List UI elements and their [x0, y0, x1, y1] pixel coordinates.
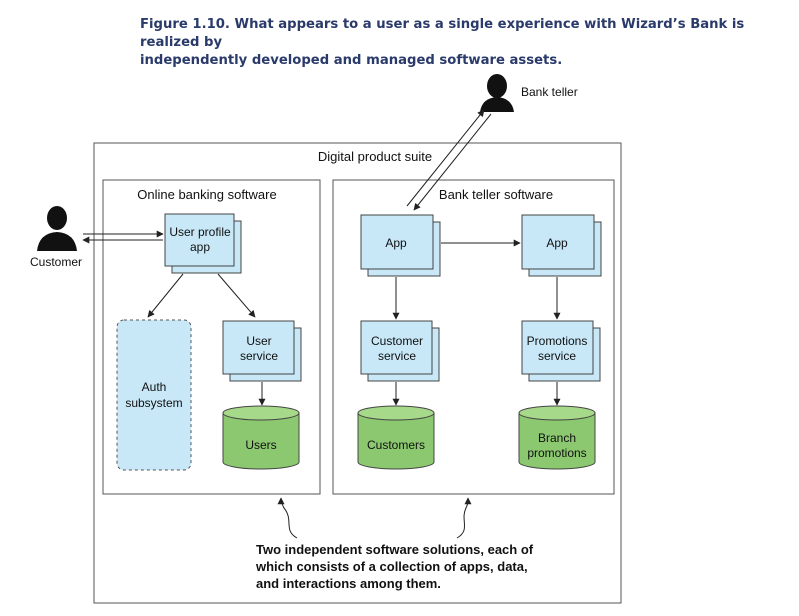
- users-db-label: Users: [245, 438, 276, 452]
- bank-teller-label: Bank teller: [521, 85, 578, 99]
- user-service-label-2: service: [240, 349, 278, 363]
- app-right: App: [521, 214, 602, 277]
- customer-service-label-1: Customer: [371, 334, 423, 348]
- branch-promotions-label-2: promotions: [527, 446, 586, 460]
- annotation-arrow-right: [456, 497, 472, 539]
- branch-promotions-label-1: Branch: [538, 431, 576, 445]
- customers-db: Customers: [357, 405, 435, 470]
- caption-line-2: independently developed and managed soft…: [140, 53, 563, 68]
- customers-db-label: Customers: [367, 438, 425, 452]
- suite-title: Digital product suite: [318, 149, 432, 164]
- annotation-line-2: which consists of a collection of apps, …: [256, 559, 528, 574]
- teller-to-app-arrow-down: [413, 113, 492, 211]
- bank-teller-software-title: Bank teller software: [439, 187, 553, 202]
- customer-service: Customer service: [360, 320, 440, 382]
- app-right-label: App: [546, 236, 568, 250]
- bank-teller-software-box: [332, 179, 615, 495]
- annotation-line-1: Two independent software solutions, each…: [256, 542, 534, 557]
- customer-icon: [37, 206, 77, 251]
- user-service: User service: [222, 320, 302, 382]
- caption-line-1: Figure 1.10. What appears to a user as a…: [140, 17, 745, 50]
- user-profile-app-label-2: app: [190, 240, 210, 254]
- annotation-line-3: and interactions among them.: [256, 576, 441, 591]
- customer-label: Customer: [30, 255, 82, 269]
- digital-product-suite-box: [93, 142, 622, 604]
- user-service-label-1: User: [246, 334, 271, 348]
- online-banking-title: Online banking software: [137, 187, 276, 202]
- app-left-label: App: [385, 236, 407, 250]
- annotation-arrow-left: [277, 497, 298, 539]
- figure-caption: Figure 1.10. What appears to a user as a…: [140, 16, 780, 70]
- customer-service-label-2: service: [378, 349, 416, 363]
- users-db: Users: [222, 405, 300, 470]
- online-banking-box: [102, 179, 321, 495]
- bank-teller-icon: [480, 74, 514, 112]
- promotions-service-label-2: service: [538, 349, 576, 363]
- promotions-service: Promotions service: [521, 320, 601, 382]
- auth-label-2: subsystem: [125, 396, 182, 410]
- app-left: App: [360, 214, 441, 277]
- annotation-note: Two independent software solutions, each…: [256, 541, 556, 592]
- auth-label-1: Auth: [142, 380, 167, 394]
- promotions-service-label-1: Promotions: [527, 334, 588, 348]
- branch-promotions-db: Branch promotions: [518, 405, 596, 470]
- auth-subsystem: Auth subsystem: [116, 319, 192, 471]
- user-profile-app-label-1: User profile: [169, 225, 231, 239]
- user-profile-app: User profile app: [164, 213, 242, 274]
- teller-to-app-arrow-up: [406, 109, 485, 207]
- app-to-auth-arrow: [147, 273, 184, 318]
- app-to-user-service-arrow: [217, 273, 256, 318]
